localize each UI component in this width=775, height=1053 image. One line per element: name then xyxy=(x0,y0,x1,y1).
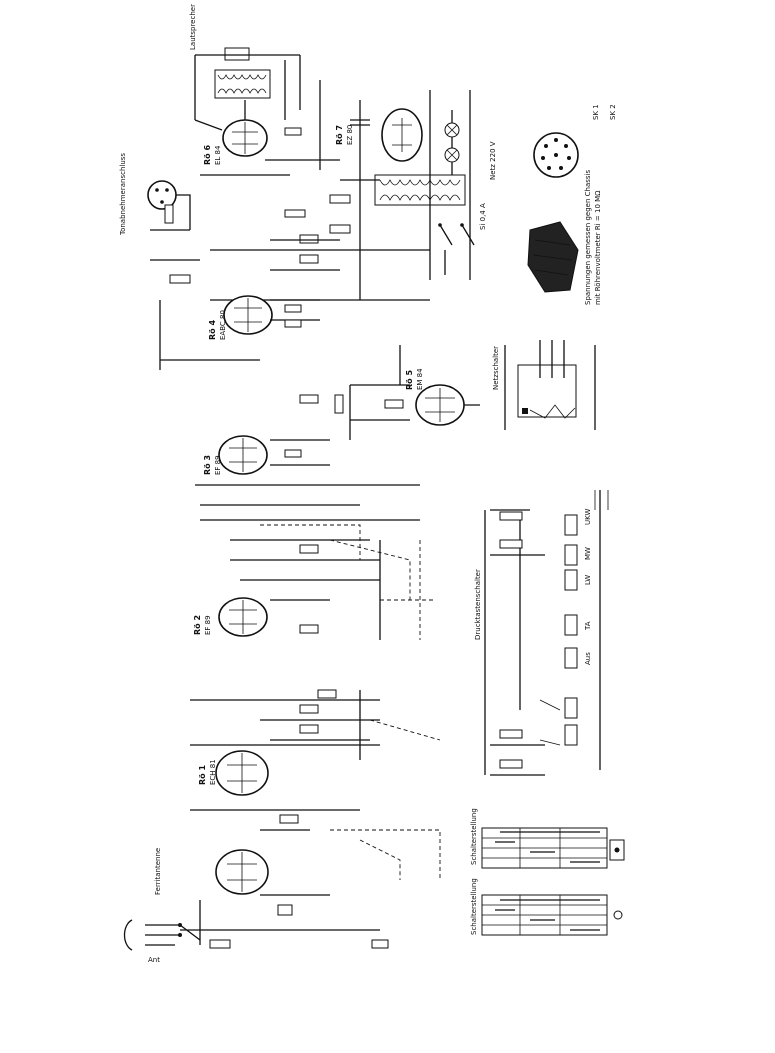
antenna-input: Ferritantenne Ant xyxy=(123,848,201,964)
key-ukw xyxy=(564,514,578,536)
table-2-label: Schalterstellung xyxy=(470,878,478,935)
key-ta xyxy=(564,614,578,636)
phono-label: Tonabnehmeranschluss xyxy=(119,153,127,236)
tube-label-rohre-4: Rö 4 xyxy=(208,320,217,340)
tube-label-rohre-7: Rö 7 xyxy=(335,125,344,145)
socket-label: SK 1 xyxy=(592,104,600,120)
tube-label-rohre-1: Rö 1 xyxy=(198,765,207,785)
margin-label: SK 2 xyxy=(609,104,617,120)
switch-position-table-1: Schalterstellung xyxy=(470,808,625,869)
ferrite-label: Ferritantenne xyxy=(154,848,162,895)
tube-label-rohre-2: Rö 2 xyxy=(193,615,202,635)
speaker-label: Lautsprecher xyxy=(189,4,197,50)
right-margin-marks: SK 2 xyxy=(594,104,617,510)
phono-input: Tonabnehmeranschluss xyxy=(119,153,191,236)
mixer-stage: Rö 1 ECH 81 xyxy=(180,689,441,949)
dial-drive: Spannungen gemessen gegen Chassis mit Rö… xyxy=(527,170,602,305)
tube-type-rohre-6: EL 84 xyxy=(214,145,222,165)
power-supply: Rö 7 EZ 80 Si 0,4 A Netz 220 V xyxy=(210,90,497,301)
band-switch-mechanism: Netzschalter xyxy=(492,340,596,430)
key-lw xyxy=(564,569,578,591)
if-stage-2: Rö 3 EF 89 xyxy=(195,394,420,600)
key-7 xyxy=(564,724,578,746)
switch-label: Netzschalter xyxy=(492,346,500,390)
tuning-indicator: Rö 5 EM 84 xyxy=(334,345,480,440)
tube-type-rohre-5: EM 84 xyxy=(416,368,424,390)
tube-type-rohre-3: EF 89 xyxy=(214,455,222,475)
tube-label-rohre-3: Rö 3 xyxy=(203,455,212,475)
tube-label-rohre-5: Rö 5 xyxy=(405,370,414,390)
label-aus: Aus xyxy=(584,652,592,665)
mains-socket: SK 1 xyxy=(533,104,600,178)
output-stage: Rö 6 EL 84 Lautsprecher xyxy=(189,4,340,218)
mains-label: Netz 220 V xyxy=(489,141,497,180)
switch-position-table-2: Schalterstellung xyxy=(470,878,623,936)
demod-stage: Rö 4 EABC 80 xyxy=(150,234,340,370)
if-stage-1: Rö 2 EF 89 xyxy=(193,539,435,640)
label-ta: TA xyxy=(584,621,592,631)
label-lw: LW xyxy=(584,575,592,585)
key-6 xyxy=(564,697,578,719)
tube-type-rohre-4: EABC 80 xyxy=(219,310,227,340)
fuse-label: Si 0,4 A xyxy=(479,203,487,230)
key-aus xyxy=(564,647,578,669)
note-1: Spannungen gemessen gegen Chassis xyxy=(584,170,592,305)
table-1-label: Schalterstellung xyxy=(470,808,478,865)
tube-type-rohre-2: EF 89 xyxy=(204,615,212,635)
pushbutton-label: Drucktastenschalter xyxy=(474,569,482,640)
key-mw xyxy=(564,544,578,566)
note-2: mit Röhrenvoltmeter Ri = 10 MΩ xyxy=(594,190,602,305)
tube-type-rohre-7: EZ 80 xyxy=(346,125,354,145)
label-mw: MW xyxy=(584,547,592,560)
tube-type-rohre-1: ECH 81 xyxy=(209,759,217,785)
pushbutton-switch-bank: Drucktastenschalter UKW MW LW TA Aus xyxy=(474,490,601,776)
tube-label-rohre-6: Rö 6 xyxy=(203,145,212,165)
output-transformer xyxy=(214,69,271,99)
label-ukw: UKW xyxy=(584,509,592,525)
antenna-label: Ant xyxy=(148,956,160,964)
